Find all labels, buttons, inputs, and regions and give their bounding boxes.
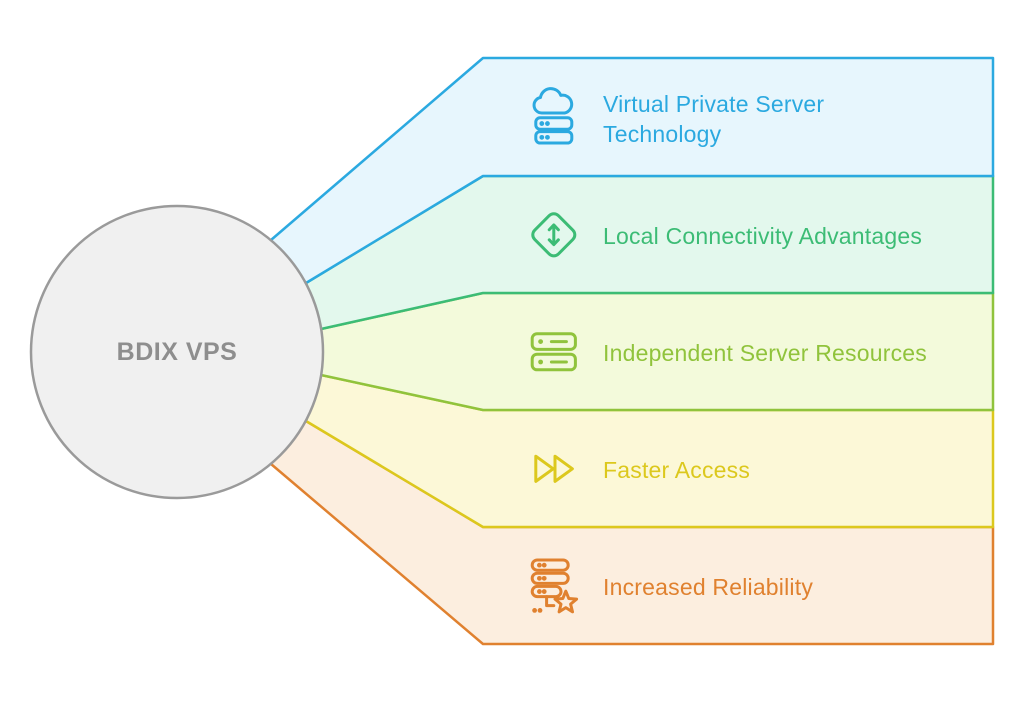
- server-row-2: [534, 130, 574, 145]
- server-star-icon: [530, 558, 579, 614]
- diamond-arrows-icon: [531, 212, 577, 258]
- diamond-shape: [531, 212, 577, 258]
- banner-label-line: Increased Reliability: [603, 574, 813, 600]
- arrowhead-down: [547, 238, 560, 247]
- server-bay-2: [530, 352, 577, 372]
- stack-layer-2: [530, 571, 570, 585]
- fast-forward-icon: [534, 454, 574, 483]
- center-label: BDIX VPS: [117, 338, 238, 366]
- banner-label-line: Virtual Private Server: [603, 91, 824, 117]
- center-circle: [29, 204, 325, 500]
- banner-label-line: Local Connectivity Advantages: [603, 223, 922, 249]
- star-shape: [553, 589, 579, 614]
- cloud-server-icon: [532, 87, 574, 145]
- play-triangle: [534, 454, 555, 483]
- connector-line: [545, 595, 556, 608]
- server-stack-icon: [530, 332, 577, 372]
- play-triangle: [553, 454, 574, 483]
- stack-layer-1: [530, 558, 570, 572]
- banner-label-line: Independent Server Resources: [603, 340, 927, 366]
- banner-label-line: Faster Access: [603, 457, 750, 483]
- arrowhead-up: [547, 223, 560, 232]
- server-bay-1: [530, 332, 577, 351]
- cloud-shape: [532, 87, 574, 115]
- banner-label-line: Technology: [603, 121, 722, 147]
- server-row-1: [534, 116, 574, 131]
